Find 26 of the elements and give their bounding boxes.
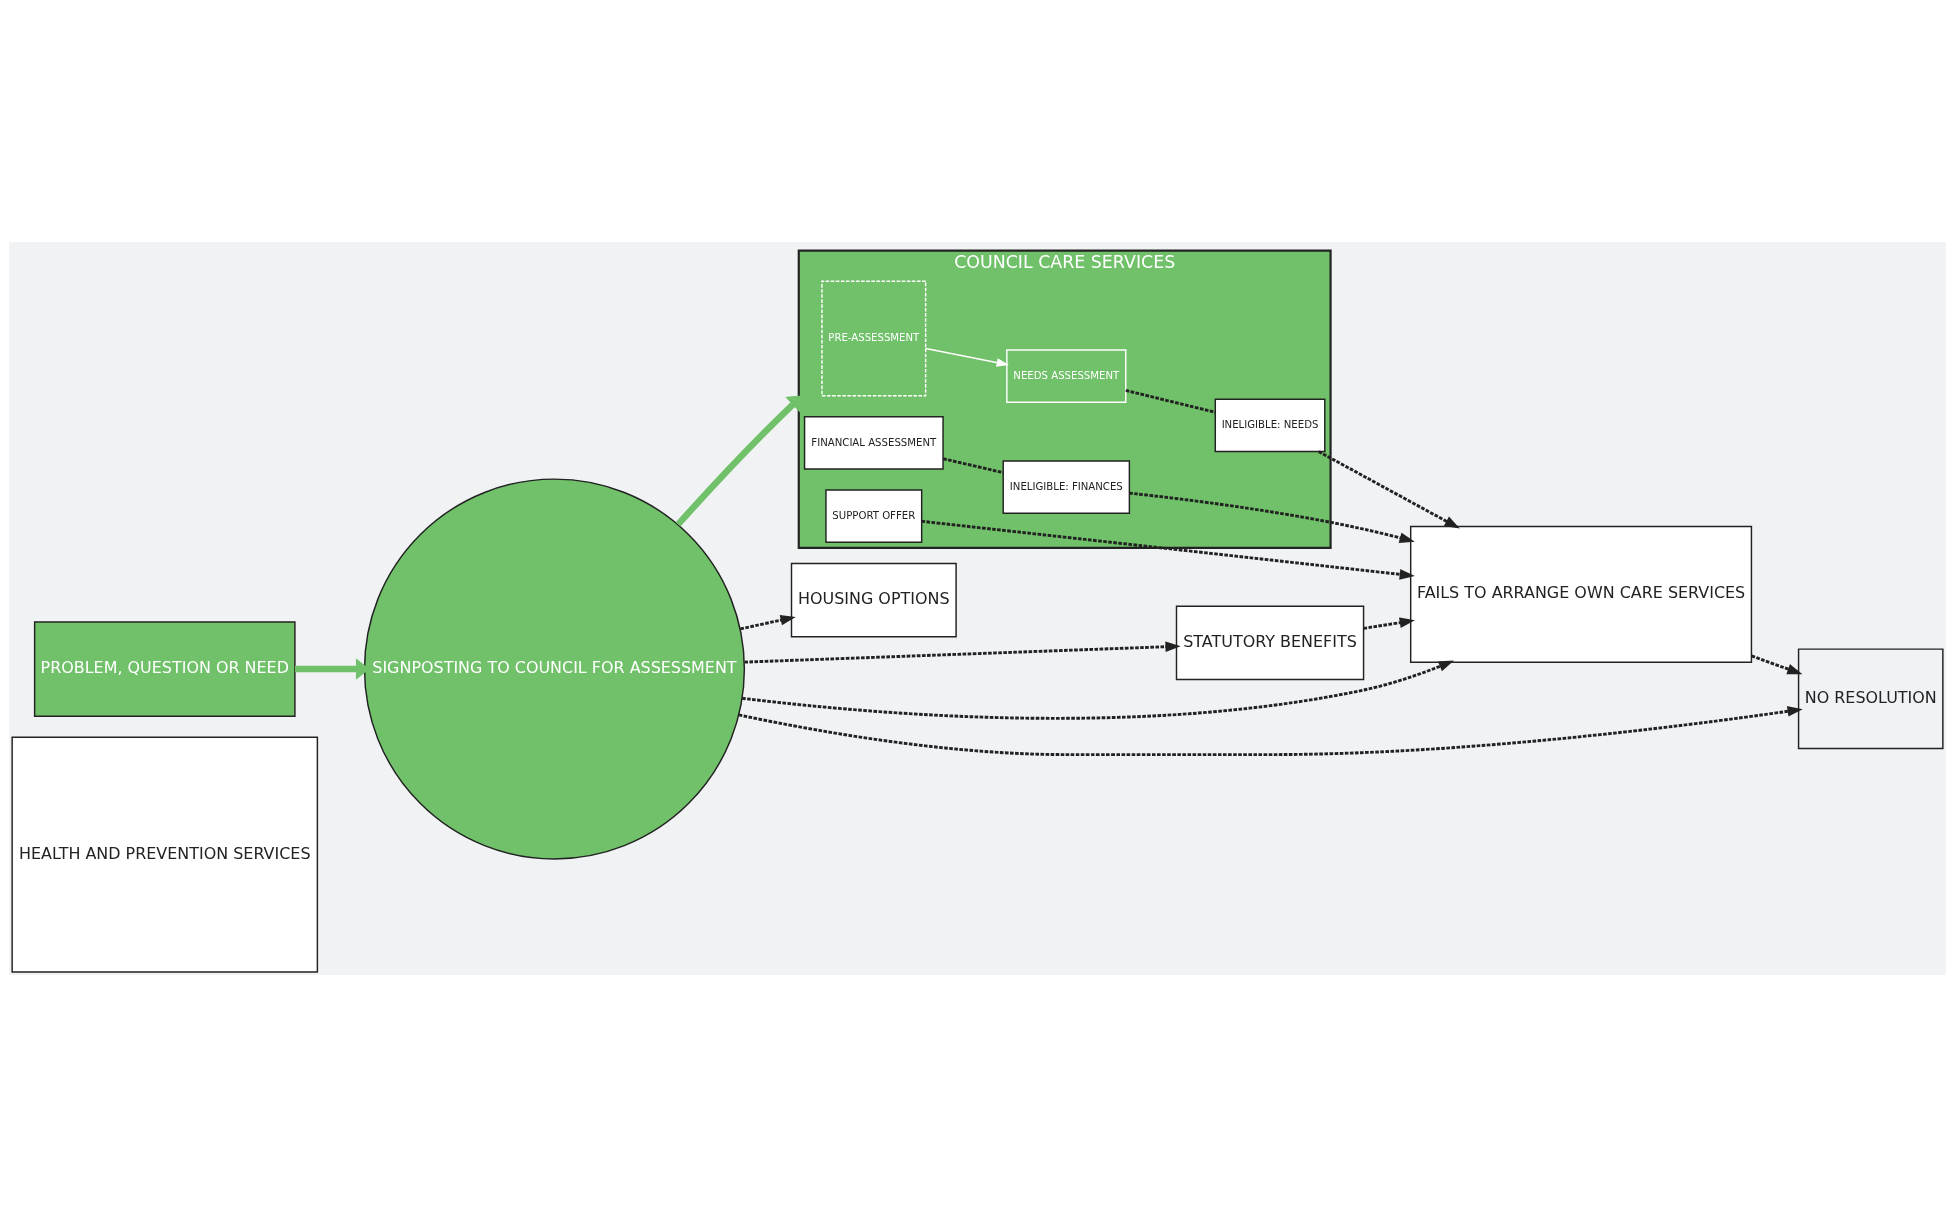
node-box: PRE-ASSESSMENT — [821, 279, 927, 396]
node-box: NO RESOLUTION — [1797, 647, 1944, 749]
arrow — [744, 640, 1181, 664]
arrow — [742, 660, 1455, 720]
node-box: INELIGIBLE: FINANCES — [1002, 459, 1131, 514]
node-circle: SIGNPOSTING TO COUNCIL FOR ASSESSMENT — [363, 477, 746, 860]
arrow — [1318, 449, 1460, 529]
arrow — [1751, 654, 1803, 674]
arrow — [740, 614, 796, 630]
arrow — [921, 519, 1415, 580]
node-box: HEALTH AND PREVENTION SERVICES — [11, 735, 319, 973]
node-box: FINANCIAL ASSESSMENT — [803, 415, 944, 470]
node-box: HOUSING OPTIONS — [790, 562, 957, 637]
node-box: INELIGIBLE: NEEDS — [1214, 398, 1326, 452]
node-box: SUPPORT OFFER — [825, 488, 923, 543]
arrow — [738, 705, 1803, 756]
connector — [1125, 388, 1216, 414]
arrow — [675, 394, 803, 527]
arrow — [1363, 616, 1415, 630]
node-box: FAILS TO ARRANGE OWN CARE SERVICES — [1409, 525, 1753, 663]
node-box: NEEDS ASSESSMENT — [1006, 348, 1127, 403]
node-box: PROBLEM, QUESTION OR NEED — [33, 620, 296, 717]
node-box: STATUTORY BENEFITS — [1175, 605, 1365, 680]
connector — [942, 456, 1004, 474]
arrow — [925, 347, 1009, 367]
arrow — [1129, 491, 1415, 543]
